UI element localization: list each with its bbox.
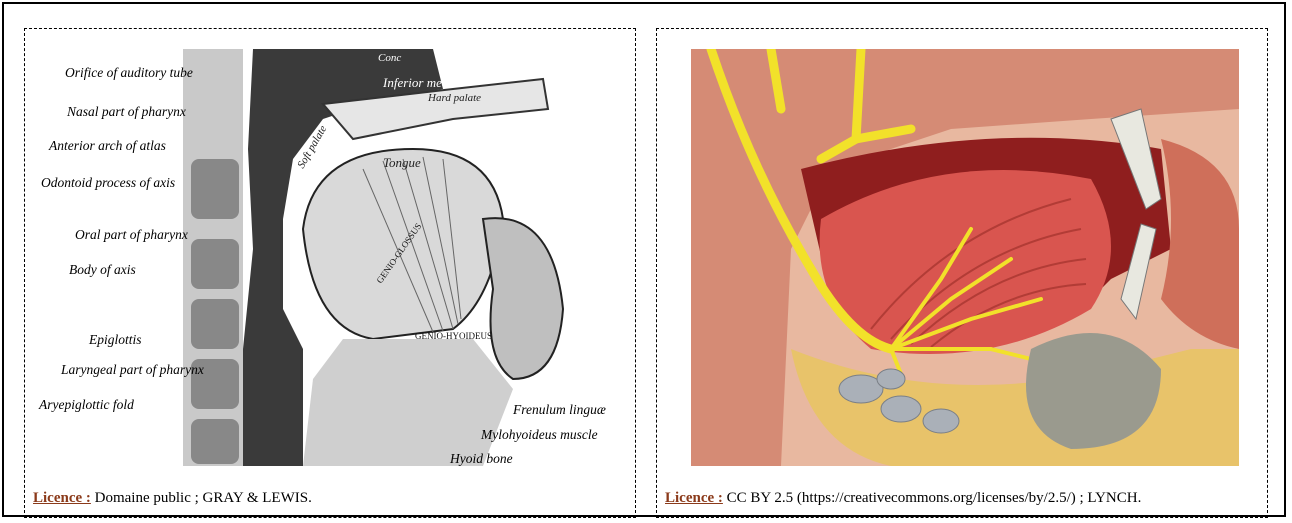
label-frenulum-linguae: Frenulum linguæ	[513, 403, 606, 417]
art-label-geniohyoideus: GENIO-HYOIDEUS	[415, 331, 492, 341]
art-label-hard-palate: Hard palate	[427, 92, 481, 104]
licence-label: Licence :	[665, 490, 723, 506]
label-odontoid-process: Odontoid process of axis	[41, 176, 175, 190]
label-orifice-auditory-tube: Orifice of auditory tube	[65, 66, 193, 80]
right-licence-caption: Licence : CC BY 2.5 (https://creativecom…	[665, 490, 1141, 507]
art-label-tongue: Tongue	[383, 155, 421, 170]
label-oral-part-pharynx: Oral part of pharynx	[75, 228, 188, 242]
label-epiglottis: Epiglottis	[89, 333, 142, 347]
label-mylohyoideus-muscle: Mylohyoideus muscle	[481, 428, 598, 442]
right-figure-panel: Licence : CC BY 2.5 (https://creativecom…	[656, 28, 1268, 518]
label-hyoid-bone: Hyoid bone	[450, 452, 513, 466]
left-figure-panel: Conc Inferior meatus Hard palate Soft pa…	[24, 28, 636, 518]
licence-label: Licence :	[33, 490, 91, 506]
licence-text: Domaine public ; GRAY & LEWIS.	[95, 490, 312, 506]
lynch-color-illustration	[691, 49, 1239, 466]
label-laryngeal-part-pharynx: Laryngeal part of pharynx	[61, 363, 204, 377]
label-nasal-part-pharynx: Nasal part of pharynx	[67, 105, 186, 119]
left-licence-caption: Licence : Domaine public ; GRAY & LEWIS.	[33, 490, 312, 507]
licence-text: CC BY 2.5 (https://creativecommons.org/l…	[727, 490, 1142, 506]
label-body-of-axis: Body of axis	[69, 263, 136, 277]
art-label-inferior-meatus: Inferior meatus	[382, 75, 464, 90]
label-aryepiglottic-fold: Aryepiglottic fold	[39, 398, 134, 412]
art-label-conc: Conc	[378, 52, 401, 64]
label-anterior-arch-atlas: Anterior arch of atlas	[49, 139, 166, 153]
